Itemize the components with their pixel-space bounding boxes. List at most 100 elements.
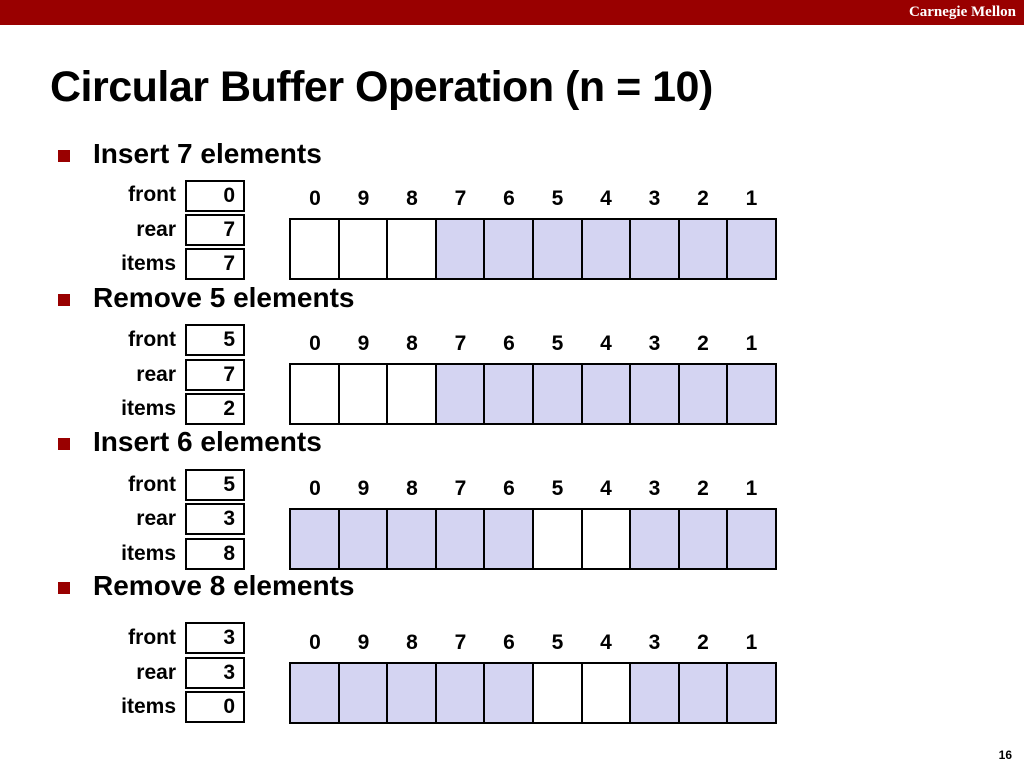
index-label: 2	[697, 477, 709, 500]
rear-value: 3	[185, 657, 245, 689]
step-heading: Remove 5 elements	[93, 282, 355, 313]
index-label: 7	[454, 477, 467, 500]
buffer-cell	[728, 664, 775, 722]
index-label: 6	[503, 477, 515, 500]
index-label: 0	[309, 631, 321, 654]
index-label: 3	[648, 332, 661, 355]
buffer-cell	[291, 220, 340, 278]
front-value: 5	[185, 469, 245, 501]
buffer-cell	[728, 365, 775, 423]
index-label: 3	[648, 187, 661, 210]
buffer-cell	[728, 510, 775, 568]
rear-label: rear	[136, 661, 176, 684]
buffer-cell	[533, 510, 583, 568]
slide-title: Circular Buffer Operation (n = 10)	[50, 63, 713, 111]
step-heading: Insert 6 elements	[93, 426, 322, 457]
step-heading: Remove 8 elements	[93, 570, 355, 601]
index-label: 0	[309, 187, 321, 210]
index-label: 6	[503, 631, 515, 654]
index-label: 7	[454, 332, 467, 355]
page-number: 16	[998, 748, 1012, 762]
buffer-cell	[582, 220, 632, 278]
index-label: 0	[309, 477, 321, 500]
buffer-cell	[436, 220, 486, 278]
buffer-cell	[291, 510, 340, 568]
buffer-cell	[339, 220, 389, 278]
index-label: 7	[454, 631, 467, 654]
items-label: items	[121, 542, 176, 565]
index-label: 8	[406, 477, 418, 500]
index-label: 1	[745, 631, 758, 654]
front-label: front	[128, 473, 176, 496]
rear-value: 7	[185, 214, 245, 246]
front-value: 0	[185, 180, 245, 212]
buffer-cell	[582, 664, 632, 722]
bullet-icon	[58, 582, 70, 594]
buffer-cell	[339, 664, 389, 722]
index-label: 6	[503, 332, 515, 355]
index-label: 1	[745, 187, 758, 210]
step-heading: Insert 7 elements	[93, 138, 322, 169]
index-label: 4	[600, 631, 612, 654]
index-label: 7	[454, 187, 467, 210]
buffer-cell	[485, 510, 534, 568]
items-value: 7	[185, 248, 245, 280]
buffer-cell	[728, 220, 775, 278]
index-label: 8	[406, 187, 418, 210]
index-label: 2	[697, 631, 709, 654]
front-value: 5	[185, 324, 245, 356]
rear-label: rear	[136, 507, 176, 530]
index-label: 1	[745, 332, 758, 355]
buffer-cell	[436, 365, 486, 423]
buffer-cell	[388, 664, 437, 722]
index-label: 4	[600, 187, 612, 210]
items-value: 8	[185, 538, 245, 570]
index-label: 5	[551, 187, 564, 210]
front-label: front	[128, 626, 176, 649]
buffer-cell	[582, 365, 632, 423]
rear-label: rear	[136, 363, 176, 386]
buffer-cell	[291, 365, 340, 423]
front-label: front	[128, 328, 176, 351]
items-value: 2	[185, 393, 245, 425]
index-label: 9	[357, 332, 370, 355]
index-label: 5	[551, 477, 564, 500]
items-label: items	[121, 695, 176, 718]
index-label: 3	[648, 477, 661, 500]
buffer-row	[289, 363, 777, 425]
buffer-cell	[388, 365, 437, 423]
index-label: 9	[357, 631, 370, 654]
items-value: 0	[185, 691, 245, 723]
index-label: 9	[357, 187, 370, 210]
front-label: front	[128, 183, 176, 206]
index-label: 8	[406, 631, 418, 654]
index-label: 6	[503, 187, 515, 210]
index-label: 4	[600, 477, 612, 500]
buffer-cell	[631, 664, 680, 722]
buffer-cell	[582, 510, 632, 568]
buffer-cell	[533, 220, 583, 278]
index-label: 0	[309, 332, 321, 355]
rear-value: 3	[185, 503, 245, 535]
buffer-cell	[631, 365, 680, 423]
buffer-row	[289, 508, 777, 570]
index-label: 8	[406, 332, 418, 355]
buffer-cell	[291, 664, 340, 722]
buffer-cell	[679, 365, 729, 423]
buffer-cell	[436, 510, 486, 568]
buffer-cell	[631, 220, 680, 278]
index-label: 5	[551, 631, 564, 654]
buffer-cell	[631, 510, 680, 568]
buffer-cell	[388, 510, 437, 568]
index-label: 5	[551, 332, 564, 355]
buffer-cell	[485, 365, 534, 423]
bullet-icon	[58, 438, 70, 450]
buffer-cell	[679, 220, 729, 278]
index-label: 1	[745, 477, 758, 500]
index-label: 4	[600, 332, 612, 355]
index-label: 2	[697, 187, 709, 210]
top-bar: Carnegie Mellon	[0, 0, 1024, 25]
buffer-cell	[533, 664, 583, 722]
buffer-cell	[485, 220, 534, 278]
buffer-cell	[339, 510, 389, 568]
